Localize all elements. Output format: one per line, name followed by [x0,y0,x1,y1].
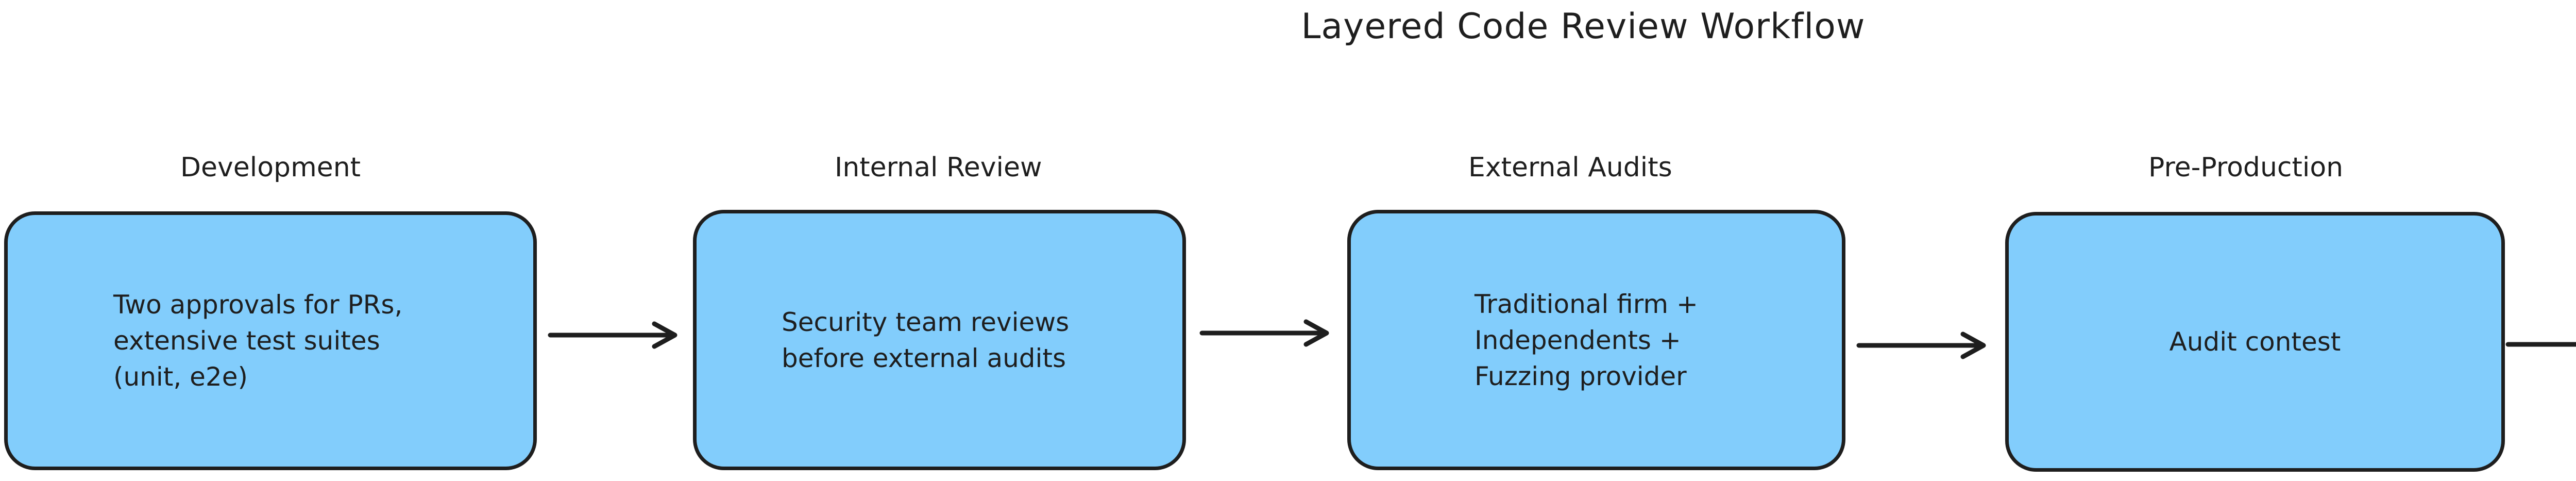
stage-box-internal-review[interactable]: Security team reviews before external au… [693,210,1186,470]
diagram-title: Layered Code Review Workflow [1301,6,1866,47]
stage-text-external-audits: Traditional firm + Independents + Fuzzin… [1475,289,1698,391]
stage-text-pre-production: Audit contest [2169,327,2341,357]
arrow-right-icon [548,321,677,349]
stage-text-development: Two approvals for PRs, extensive test su… [113,290,403,392]
arrow-right-icon [2505,342,2576,347]
stage-box-development[interactable]: Two approvals for PRs, extensive test su… [4,211,537,470]
stage-text-internal-review: Security team reviews before external au… [782,307,1070,373]
stage-label-pre-production: Pre-Production [2148,152,2344,183]
stage-label-internal-review: Internal Review [835,152,1042,183]
arrow-right-icon [1199,319,1329,347]
arrow-right-icon [1856,331,1986,359]
stage-label-development: Development [180,152,361,183]
stage-box-external-audits[interactable]: Traditional firm + Independents + Fuzzin… [1347,210,1845,470]
stage-box-pre-production[interactable]: Audit contest [2005,212,2505,472]
stage-label-external-audits: External Audits [1468,152,1672,183]
